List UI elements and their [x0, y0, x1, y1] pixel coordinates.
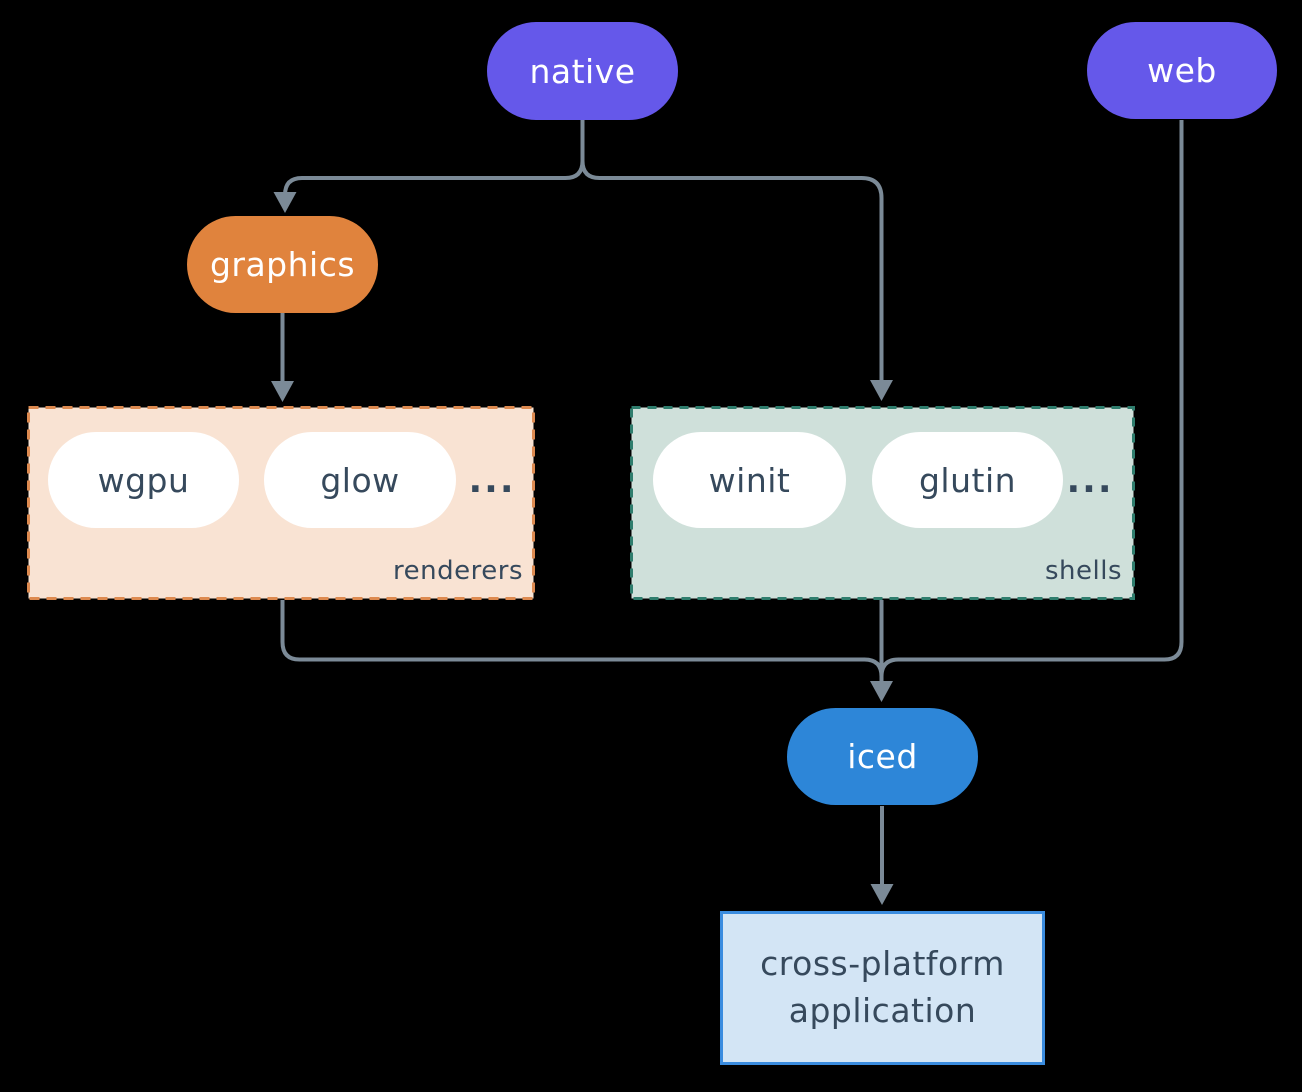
node-web-label: web	[1147, 51, 1217, 90]
edge-native-to-graphics	[283, 160, 585, 197]
node-web: web	[1087, 22, 1277, 119]
application-label-line1: cross-platform	[760, 944, 1005, 984]
node-wgpu-label: wgpu	[97, 460, 190, 500]
node-graphics-label: graphics	[209, 245, 356, 284]
node-iced: iced	[787, 708, 978, 805]
arrowhead-into-renderers	[271, 381, 294, 402]
node-graphics: graphics	[187, 216, 378, 313]
arrowhead-into-graphics	[273, 192, 297, 213]
edge-renderers-to-iced	[280, 600, 884, 677]
node-wgpu: wgpu	[48, 432, 239, 528]
node-glutin: glutin	[872, 432, 1063, 528]
shells-group-label: shells	[1044, 556, 1122, 586]
node-winit-label: winit	[708, 460, 791, 500]
node-glutin-label: glutin	[918, 460, 1017, 500]
node-glow: glow	[264, 432, 456, 528]
node-cross-platform-application: cross-platform application	[720, 911, 1045, 1065]
shells-ellipsis: ...	[1066, 459, 1114, 501]
node-glow-label: glow	[320, 460, 400, 500]
edge-native-to-shells	[580, 160, 884, 382]
renderers-ellipsis: ...	[468, 459, 516, 501]
node-native: native	[487, 22, 678, 120]
arrowhead-into-shells	[870, 380, 893, 401]
renderers-group-label: renderers	[393, 556, 523, 586]
node-winit: winit	[653, 432, 846, 528]
node-native-label: native	[529, 51, 636, 91]
application-label-line2: application	[788, 991, 977, 1030]
arrowhead-into-application	[870, 884, 894, 905]
arrowhead-into-iced	[870, 681, 893, 702]
node-iced-label: iced	[847, 737, 918, 776]
